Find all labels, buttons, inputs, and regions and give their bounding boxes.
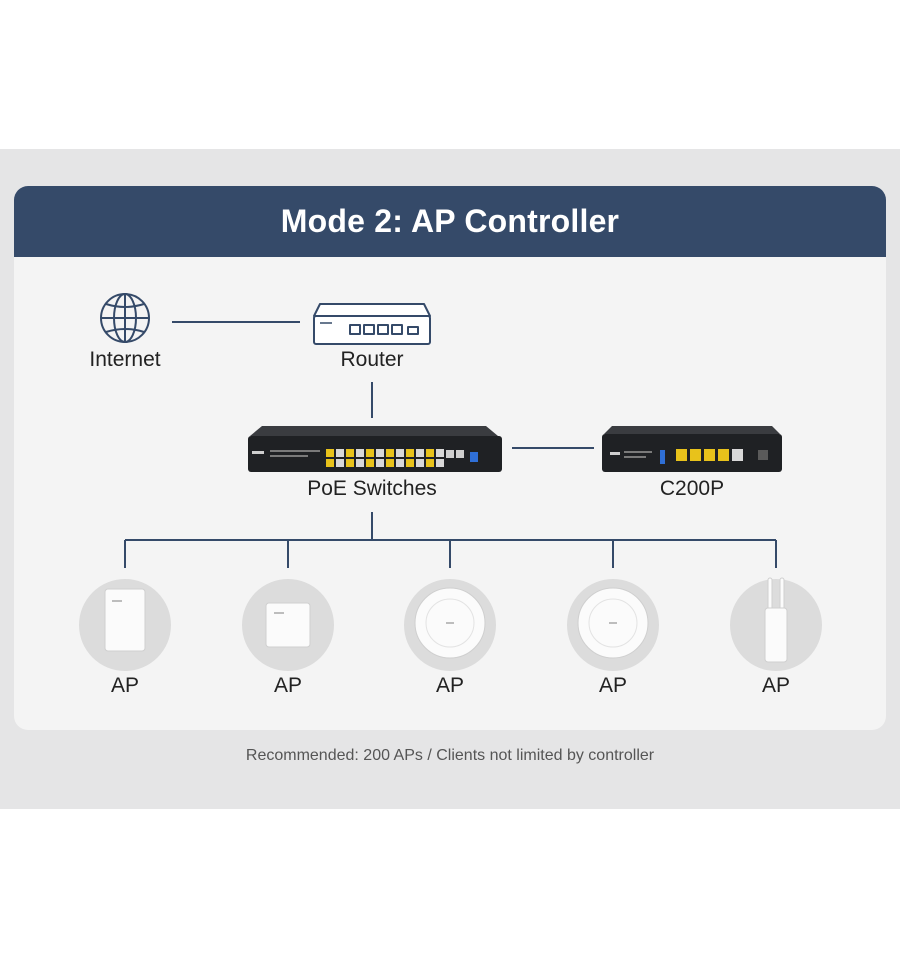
switch-port <box>336 449 344 457</box>
switch-port <box>346 459 354 467</box>
switch-port <box>386 459 394 467</box>
switch-port <box>396 459 404 467</box>
poe-switches-label: PoE Switches <box>307 477 437 500</box>
globe-icon <box>100 293 150 343</box>
controller-icon <box>602 426 782 472</box>
switch-port <box>356 449 364 457</box>
switch-port <box>396 449 404 457</box>
ap-device-3 <box>404 579 496 671</box>
connection-lines <box>124 321 777 568</box>
ap-device-4 <box>567 579 659 671</box>
ap-label-5: AP <box>761 674 791 697</box>
switch-port <box>336 459 344 467</box>
controller-label: C200P <box>659 477 725 500</box>
switch-port <box>366 459 374 467</box>
ap-device-5 <box>730 577 822 671</box>
ap-label-4: AP <box>598 674 628 697</box>
ap-label-3: AP <box>435 674 465 697</box>
switch-port <box>326 459 334 467</box>
switch-port <box>366 449 374 457</box>
ap-label-2: AP <box>273 674 303 697</box>
switch-port <box>416 459 424 467</box>
switch-port <box>386 449 394 457</box>
switch-port <box>436 449 444 457</box>
switch-port <box>426 459 434 467</box>
diagram-title: Mode 2: AP Controller <box>14 186 886 257</box>
ap-label-1: AP <box>110 674 140 697</box>
switch-port <box>376 459 384 467</box>
switch-port <box>406 459 414 467</box>
switch-port <box>426 449 434 457</box>
switch-icon <box>248 426 502 472</box>
ap-device-1 <box>79 579 171 671</box>
router-label: Router <box>340 348 404 371</box>
switch-port <box>416 449 424 457</box>
internet-label: Internet <box>89 348 161 371</box>
switch-port <box>356 459 364 467</box>
switch-port <box>326 449 334 457</box>
switch-port <box>436 459 444 467</box>
switch-port <box>376 449 384 457</box>
switch-ports <box>326 449 444 467</box>
ap-device-2 <box>242 579 334 671</box>
footnote: Recommended: 200 APs / Clients not limit… <box>245 747 655 764</box>
switch-port <box>406 449 414 457</box>
switch-port <box>346 449 354 457</box>
router-icon <box>313 303 431 345</box>
